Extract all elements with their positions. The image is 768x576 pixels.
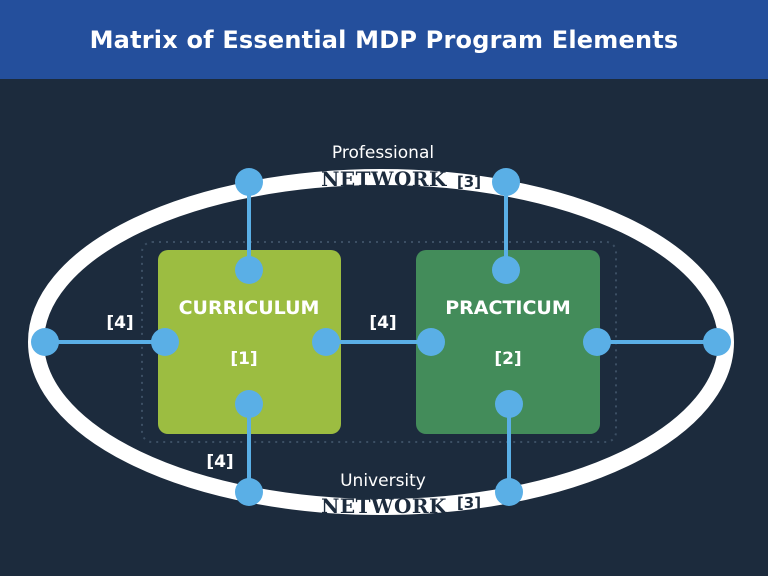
network-top-word: NETWORK — [321, 167, 447, 191]
diagram: CURRICULUM [1] PRACTICUM [2] [4] [4] [4]… — [0, 79, 768, 576]
node-practicum-bottom — [495, 390, 523, 418]
network-bottom-ref: [3] — [456, 494, 482, 512]
network-top-caption: Professional — [331, 143, 435, 163]
node-practicum-left — [417, 328, 445, 356]
header-bar: Matrix of Essential MDP Program Elements — [0, 0, 768, 79]
node-ring-bottom-right — [495, 478, 523, 506]
link-label-left: [4] — [106, 313, 134, 333]
page-title: Matrix of Essential MDP Program Elements — [89, 25, 679, 54]
curriculum-title: CURRICULUM — [178, 297, 320, 319]
node-ring-left — [31, 328, 59, 356]
network-bottom-word: NETWORK — [321, 494, 447, 518]
node-ring-top-left — [235, 168, 263, 196]
node-curriculum-left — [151, 328, 179, 356]
practicum-title: PRACTICUM — [445, 297, 571, 319]
node-curriculum-top — [235, 256, 263, 284]
practicum-ref: [2] — [494, 349, 522, 369]
link-label-bottom: [4] — [206, 452, 234, 472]
node-ring-bottom-left — [235, 478, 263, 506]
node-curriculum-bottom — [235, 390, 263, 418]
node-curriculum-right — [312, 328, 340, 356]
node-practicum-top — [492, 256, 520, 284]
curriculum-ref: [1] — [230, 349, 258, 369]
network-top-ref: [3] — [456, 173, 482, 191]
link-label-middle: [4] — [369, 313, 397, 333]
network-bottom-caption: University — [340, 471, 426, 491]
node-ring-right — [703, 328, 731, 356]
node-ring-top-right — [492, 168, 520, 196]
node-practicum-right — [583, 328, 611, 356]
connectors — [31, 168, 731, 506]
